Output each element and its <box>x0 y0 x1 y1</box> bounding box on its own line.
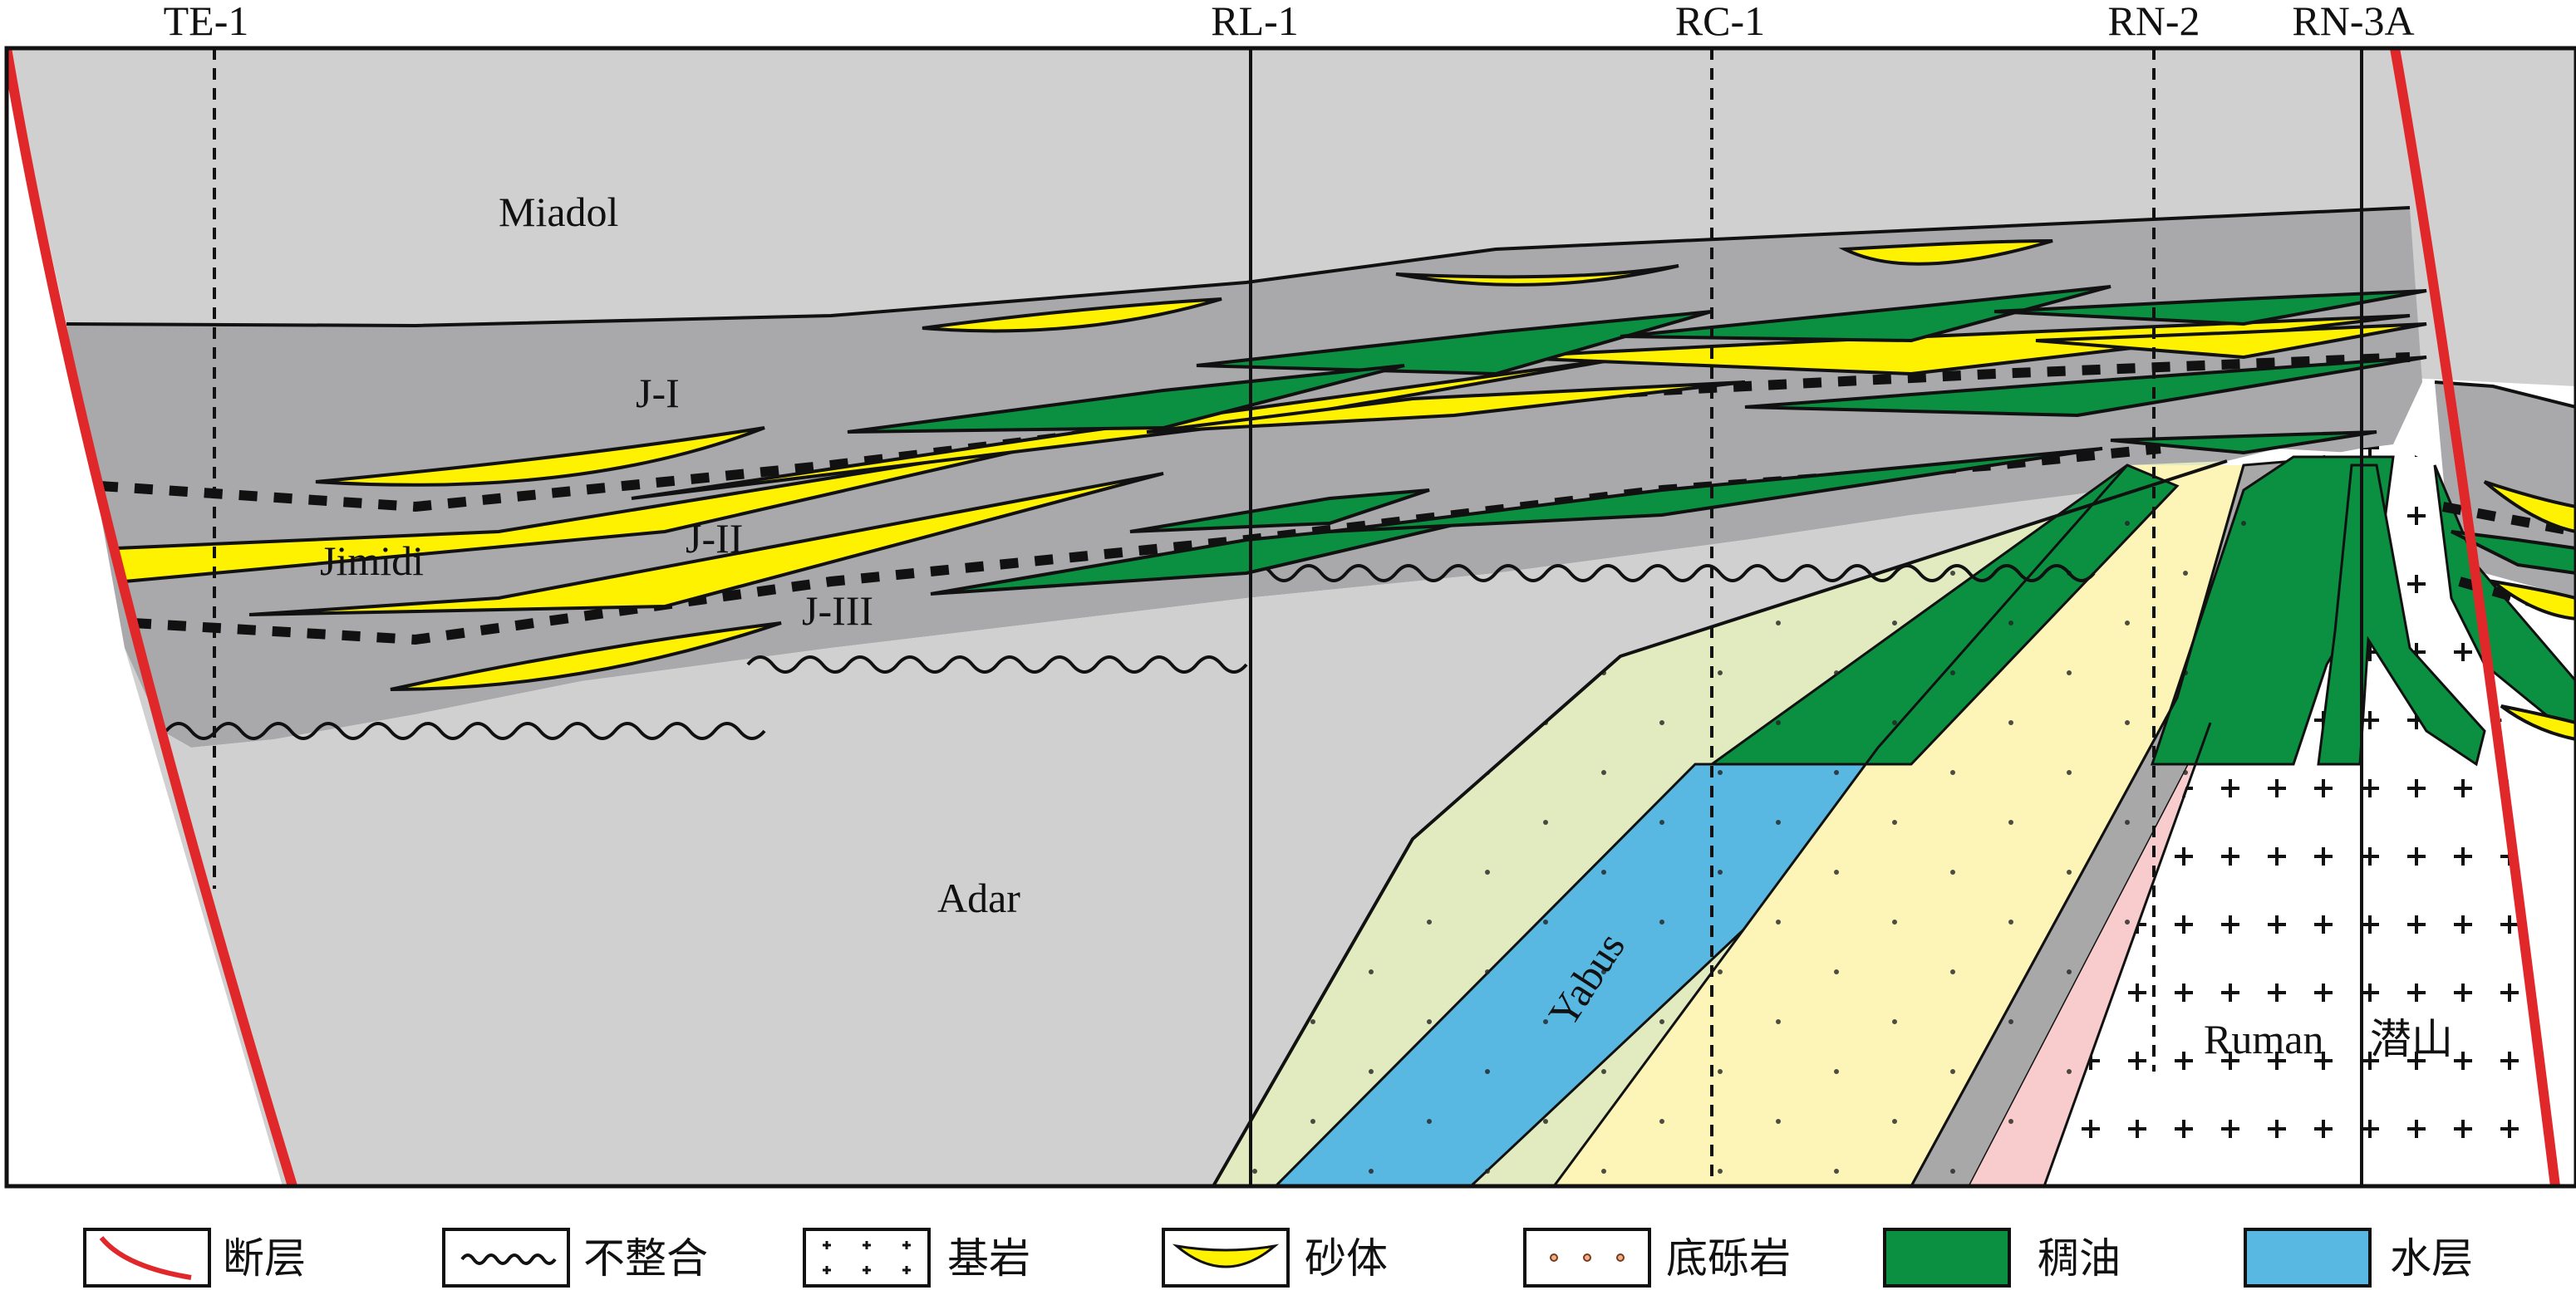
well-label-rl1: RL-1 <box>1211 0 1299 44</box>
sand-lens <box>248 472 1164 616</box>
sand-lens <box>1838 239 2053 266</box>
oil-lens <box>1744 356 2427 418</box>
well-label-rc1: RC-1 <box>1675 0 1765 44</box>
heavy-oil-lenses <box>847 285 2576 596</box>
east-dash-boundary <box>2441 502 2576 620</box>
well-label-rn2: RN-2 <box>2107 0 2200 44</box>
oil-lens <box>2110 430 2377 455</box>
legend-label-heavy-oil: 稠油 <box>2038 1234 2121 1283</box>
yabus-inner-boundary <box>1552 464 2129 1186</box>
legend-label-sand: 砂体 <box>1305 1234 1388 1283</box>
adar-yabus-boundary <box>1212 459 2228 1186</box>
sand-lens <box>2035 322 2427 360</box>
sand-lens <box>1395 264 1679 287</box>
formation-label-buried-hill: 潜山 <box>2370 1015 2453 1063</box>
yabus-inner-boundary-2 <box>1910 464 2245 1186</box>
oil-lens <box>1129 488 1430 533</box>
bedrock-boundary <box>2043 722 2212 1186</box>
legend-sand-symbol <box>1172 1243 1280 1268</box>
formation-label-adar: Adar <box>937 875 1020 921</box>
yabus-dot-texture <box>1213 461 2293 1186</box>
formation-label-ji: J-I <box>636 370 680 416</box>
oil-lens <box>1329 447 2103 533</box>
bedrock-unit <box>2044 444 2555 1186</box>
formation-label-jii: J-II <box>686 515 743 562</box>
sand-lens <box>2500 704 2576 742</box>
legend: 断层 不整合 基岩 砂体 底砾岩 稠油 水层 <box>83 1228 2473 1288</box>
legend-swatch-basal-conglomerate <box>1523 1228 1651 1288</box>
oil-lens <box>1620 285 2111 343</box>
legend-basal-conglomerate-symbol <box>1550 1253 1625 1262</box>
miadol-unit <box>7 48 2576 386</box>
formation-label-miadol: Miadol <box>499 189 618 235</box>
legend-swatch-heavy-oil <box>1883 1228 2011 1288</box>
oil-lens <box>1993 289 2427 326</box>
adar-unit <box>125 461 2227 1186</box>
sand-lens <box>922 297 1222 333</box>
legend-swatch-water-layer <box>2244 1228 2372 1288</box>
unconformity-line <box>165 564 2096 740</box>
formation-label-jimidi: Jimidi <box>320 537 424 584</box>
sand-lens <box>390 621 782 691</box>
jimidi-east-top <box>2434 380 2576 409</box>
legend-unconformity-symbol <box>460 1253 557 1265</box>
well-label-te1: TE-1 <box>164 0 249 44</box>
fault-east <box>2390 48 2560 1186</box>
formation-label-ruman: Ruman <box>2204 1016 2323 1062</box>
legend-label-unconformity: 不整合 <box>583 1234 708 1283</box>
miadol-base-line <box>66 206 2411 328</box>
sand-lens <box>1495 314 2411 376</box>
formation-label-jiii: J-III <box>802 587 873 634</box>
legend-label-basal-conglomerate: 底砾岩 <box>1666 1234 1791 1283</box>
oil-lens <box>847 364 1405 434</box>
legend-bedrock-symbol <box>823 1241 911 1274</box>
sand-lens <box>1146 380 1746 434</box>
oil-lens <box>2451 530 2576 576</box>
sand-lens <box>2486 578 2576 621</box>
legend-label-bedrock: 基岩 <box>947 1234 1030 1283</box>
legend-label-fault: 断层 <box>223 1234 306 1283</box>
legend-label-water-layer: 水层 <box>2390 1234 2473 1283</box>
sand-lens <box>2483 480 2576 534</box>
sand-lens <box>315 426 765 487</box>
legend-swatch-bedrock <box>803 1228 931 1288</box>
fault-west <box>7 48 297 1186</box>
section-frame <box>4 46 2576 1189</box>
well-label-rn3a: RN-3A <box>2292 0 2414 44</box>
legend-fault-symbol <box>99 1236 192 1280</box>
